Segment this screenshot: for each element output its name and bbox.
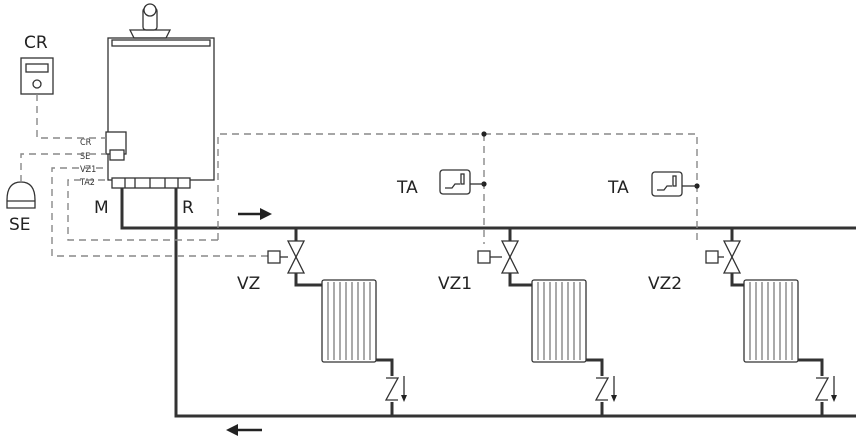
flue-outlet [128,3,172,39]
vz-supply [294,273,322,287]
boiler-body [107,37,215,181]
pipework [120,188,856,418]
thermostat-icon-1 [439,169,471,195]
thermostat-icon-2 [651,171,683,197]
se-label: SE [9,215,31,235]
cr-controller: CR [20,33,54,95]
zone-vz1: VZ1 [438,228,604,416]
terminal-ta2: TA2 [79,178,95,188]
vz1-actuator [477,250,491,264]
room-thermostat-1: TA [396,169,484,198]
return-label-r: R [182,198,194,218]
vz2-actuator [705,250,719,264]
flow-label-m: M [94,198,109,218]
vz2-supply [730,273,744,287]
radiator-3 [743,279,799,363]
flow-pipe [120,188,856,230]
vz2-label: VZ2 [648,274,682,294]
radiator-1 [321,279,377,363]
return-pipe [174,188,856,418]
vz2-valve [722,255,742,274]
se-device [6,181,36,209]
control-wiring [20,94,698,257]
terminal-cr: CR [80,138,92,148]
return-direction-arrow [226,424,262,436]
flow-direction-arrow [238,208,272,220]
terminal-vz1: VZ1 [80,165,96,175]
boiler-top-strip [111,39,211,47]
boiler-terminals: CR SE VZ1 TA2 [79,138,96,188]
vz-actuator [267,250,281,264]
ta-label-2: TA [607,178,629,198]
room-thermostat-2: TA [607,171,697,198]
boiler [105,37,215,189]
zone-vz: VZ [237,228,394,416]
vz1-label: VZ1 [438,274,472,294]
vz1-valve [500,255,520,274]
boiler-bottom-connections [111,177,191,189]
zone-vz2: VZ2 [648,228,824,416]
ta-label-1: TA [396,178,418,198]
vz1-supply [508,273,532,287]
check-valve-3 [814,376,837,402]
vz-label: VZ [237,274,260,294]
terminal-se: SE [80,152,90,162]
check-valve-2 [594,376,617,402]
radiator-2 [531,279,587,363]
check-valve-1 [384,376,407,402]
vz-valve [286,255,306,274]
boiler-terminal-box [109,149,125,161]
se-sensor: SE [6,181,36,235]
cr-label: CR [24,33,48,53]
